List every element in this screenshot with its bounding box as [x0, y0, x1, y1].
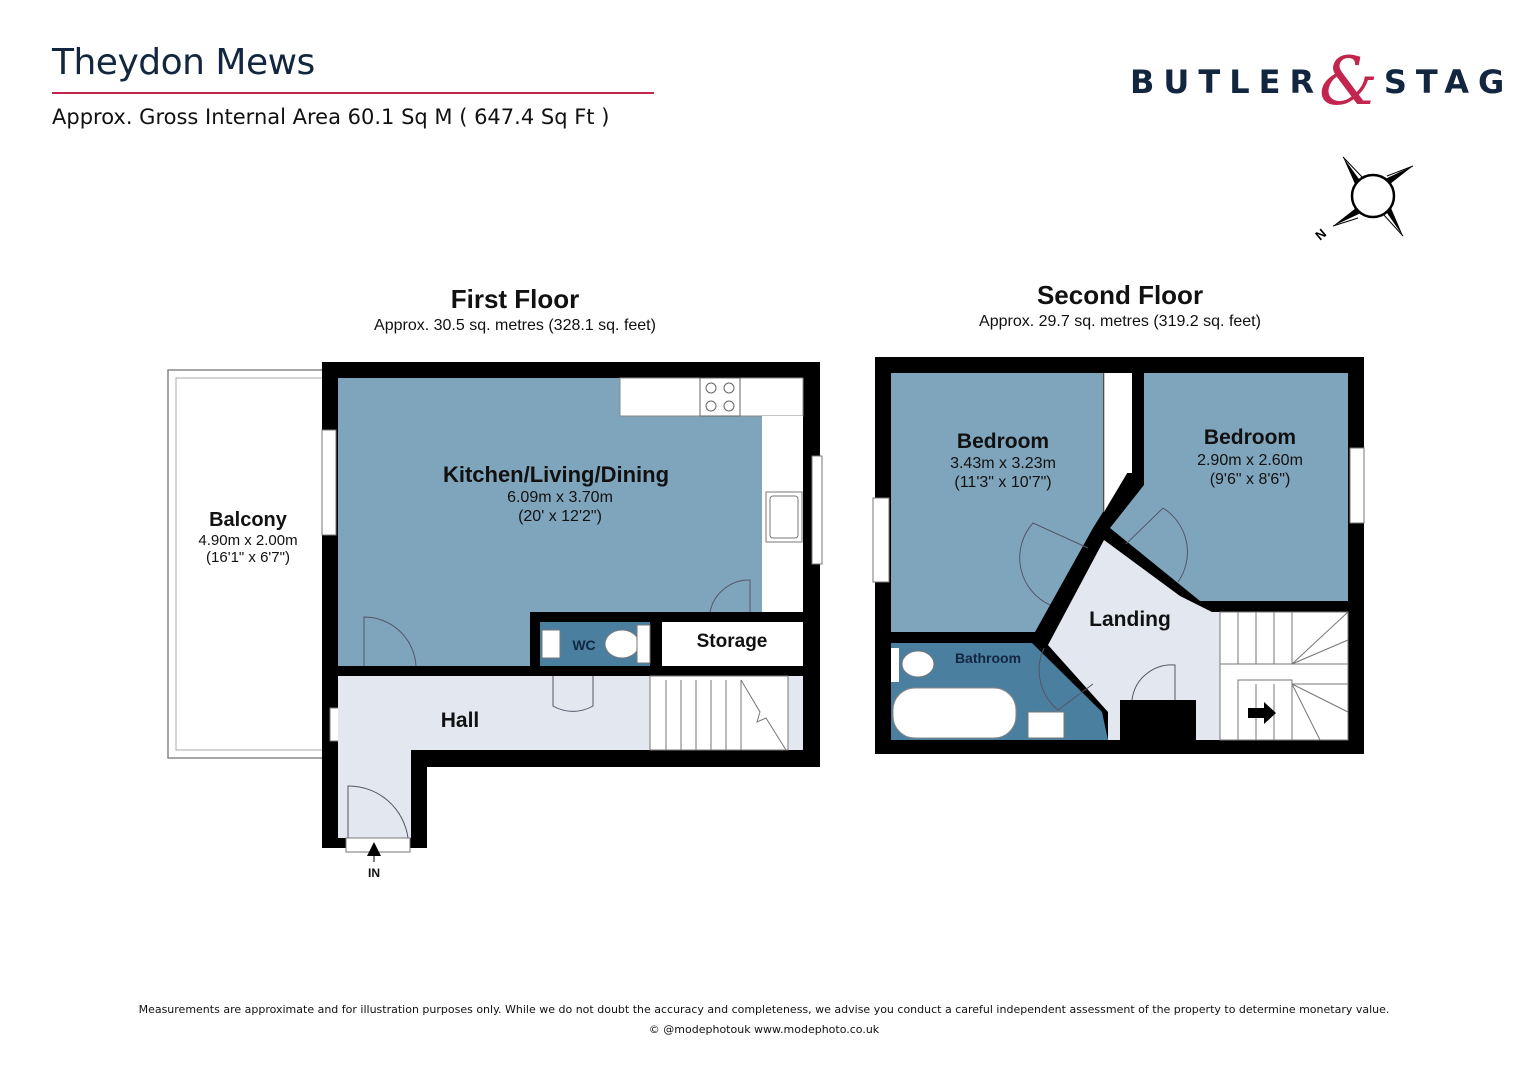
- toilet-icon: [901, 650, 935, 678]
- bedroom-2-imperial: (9'6" x 8'6"): [1210, 471, 1291, 488]
- window: [811, 455, 823, 565]
- entrance-threshold: [345, 837, 411, 853]
- balcony-metric: 4.90m x 2.00m: [198, 532, 297, 549]
- bedroom-2-metric: 2.90m x 2.60m: [1197, 452, 1303, 469]
- bedroom-1-imperial: (11'3" x 10'7"): [954, 474, 1051, 491]
- entrance-label: IN: [368, 866, 380, 880]
- door-swing: [1019, 507, 1188, 711]
- toilet-icon: [604, 629, 640, 659]
- entrance-arrow-icon: [367, 842, 381, 856]
- bath-basin-icon: [1027, 711, 1065, 739]
- butler-stag-logo: BUTLER & STAG: [1130, 43, 1514, 120]
- second-floor-plan: Bedroom 3.43m x 3.23m (11'3" x 10'7") Be…: [872, 357, 1365, 754]
- first-floor-area: Approx. 30.5 sq. metres (328.1 sq. feet): [374, 317, 656, 334]
- first-floor-title: First Floor: [450, 284, 580, 314]
- photo-credit: © @modephotouk www.modephoto.co.uk: [648, 1023, 880, 1036]
- stairs-direction-arrow-icon: [1248, 702, 1276, 724]
- property-title: Theydon Mews: [52, 42, 315, 83]
- logo-word-butler: BUTLER: [1130, 63, 1324, 101]
- stairs-icon: [1219, 611, 1349, 741]
- kitchen-imperial: (20' x 12'2"): [518, 508, 602, 525]
- door-swing: [347, 579, 751, 839]
- window: [1349, 447, 1365, 524]
- second-floor-title: Second Floor: [1036, 280, 1204, 310]
- logo-ampersand: &: [1319, 43, 1378, 120]
- sliding-door: [321, 429, 337, 536]
- window: [872, 497, 890, 583]
- kitchen-living-dining: [338, 378, 762, 666]
- kitchen-metric: 6.09m x 3.70m: [507, 489, 613, 506]
- second-floor-area: Approx. 29.7 sq. metres (319.2 sq. feet): [979, 313, 1261, 330]
- bedroom-2-label: Bedroom: [1204, 426, 1296, 449]
- second-floor-header: Second Floor Approx. 29.7 sq. metres (31…: [940, 280, 1300, 331]
- wc-label: WC: [572, 637, 595, 653]
- bathroom-label: Bathroom: [955, 650, 1021, 666]
- bathtub-icon: [892, 687, 1017, 739]
- logo-word-stag: STAG: [1383, 63, 1514, 101]
- hob-icon: [699, 377, 741, 417]
- hall-label: Hall: [441, 709, 480, 732]
- balcony-imperial: (16'1" x 6'7"): [206, 549, 290, 566]
- first-floor-header: First Floor Approx. 30.5 sq. metres (328…: [340, 284, 690, 335]
- storage-label: Storage: [697, 631, 768, 652]
- bedroom-1-label: Bedroom: [957, 430, 1049, 453]
- gross-internal-area: Approx. Gross Internal Area 60.1 Sq M ( …: [52, 105, 610, 129]
- compass-rose-icon: N: [1312, 156, 1414, 243]
- stairs-icon: [649, 675, 789, 751]
- kitchen-label: Kitchen/Living/Dining: [443, 462, 669, 487]
- disclaimer: Measurements are approximate and for ill…: [138, 1003, 1390, 1016]
- balcony-label: Balcony: [209, 509, 288, 531]
- storage-room: [662, 622, 803, 666]
- kitchen-sink-icon: [765, 491, 803, 543]
- landing-label: Landing: [1089, 608, 1171, 631]
- bedroom-2: [1110, 373, 1348, 601]
- wc-basin-icon: [541, 629, 561, 659]
- bedroom-1-metric: 3.43m x 3.23m: [950, 455, 1056, 472]
- title-divider: [52, 92, 654, 94]
- balcony: [167, 369, 325, 759]
- bedroom-1: [891, 373, 1103, 632]
